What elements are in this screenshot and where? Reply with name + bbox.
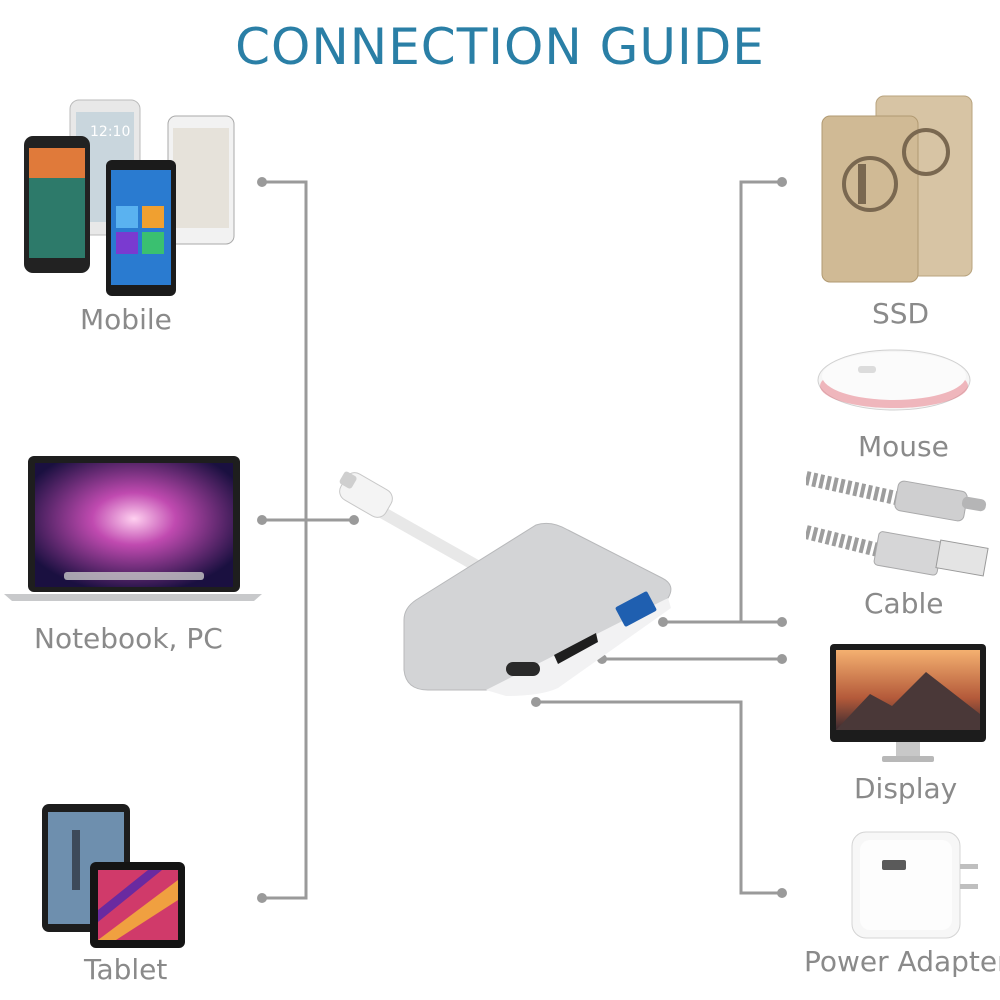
dot-power: [777, 888, 787, 898]
line-left-bracket: [262, 180, 308, 900]
line-right-power: [536, 700, 782, 895]
usb-cable-icon: [806, 471, 989, 577]
dot-cable: [777, 617, 787, 627]
page-title: CONNECTION GUIDE: [235, 18, 765, 76]
dot-usb-port: [658, 617, 668, 627]
left-label-tablet: Tablet: [84, 953, 168, 986]
tablets-icon: [42, 804, 185, 948]
dot-display: [777, 654, 787, 664]
dot-hub-input: [349, 515, 359, 525]
dot-laptop: [257, 515, 267, 525]
right-label-mouse: Mouse: [858, 430, 949, 463]
dot-ssd: [777, 177, 787, 187]
right-label-display: Display: [854, 772, 958, 805]
svg-text:12:10: 12:10: [90, 124, 130, 140]
mouse-icon: [817, 349, 971, 411]
right-label-cable: Cable: [864, 587, 944, 620]
right-label-power-adapter: Power Adapter: [804, 945, 1000, 978]
left-label-mobile: Mobile: [80, 303, 172, 336]
dot-mobile: [257, 177, 267, 187]
smartphones-icon: 12:10: [24, 99, 235, 296]
left-label-notebook: Notebook, PC: [34, 622, 223, 655]
monitor-icon: [830, 644, 986, 762]
power-adapter-icon: [851, 831, 978, 939]
laptop-icon: [4, 456, 262, 601]
ssd-icon: [821, 95, 973, 283]
dot-typec-port: [531, 697, 541, 707]
line-right-usb: [663, 180, 782, 624]
right-label-ssd: SSD: [872, 297, 930, 330]
dot-tablet: [257, 893, 267, 903]
usb-c-hub-icon: [339, 471, 672, 696]
